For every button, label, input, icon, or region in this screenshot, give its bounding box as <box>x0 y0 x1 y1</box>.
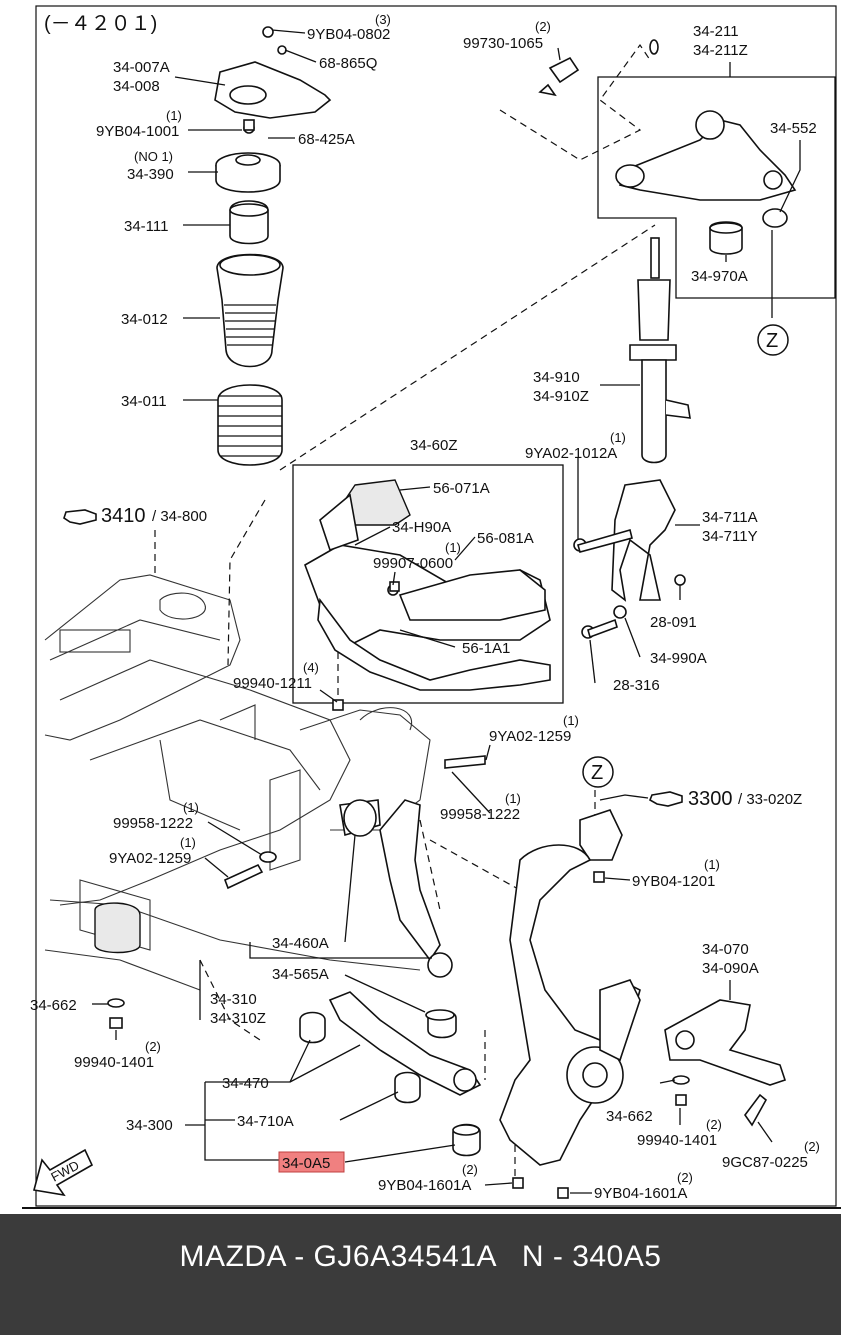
part-label: 34-460A <box>272 935 329 952</box>
qty-label: (1) <box>505 791 521 806</box>
qty-label: (4) <box>303 660 319 675</box>
pointer-hand-icon <box>63 509 97 525</box>
qty-label: (2) <box>535 19 551 34</box>
group-ref-sub: / 33-020Z <box>738 791 802 808</box>
part-label: 99958-1222 <box>113 815 193 832</box>
pointer-hand-icon <box>648 791 683 807</box>
link-bracket <box>107 998 787 1199</box>
part-label: 34-60Z <box>410 437 458 454</box>
part-label: 99958-1222 <box>440 806 520 823</box>
qty-label: (1) <box>180 835 196 850</box>
callout-z-circle <box>757 324 789 356</box>
damper <box>629 237 691 464</box>
part-label: 34-310Z <box>210 1010 266 1027</box>
part-info-footer: MAZDA - GJ6A34541A N - 340A5 <box>0 1214 841 1335</box>
highlighted-part-label[interactable]: 34-0A5 <box>282 1155 330 1172</box>
part-label: 9YA02-1012A <box>525 445 617 462</box>
part-label: 34-662 <box>30 997 77 1014</box>
part-label: 9YB04-0802 <box>307 26 390 43</box>
part-label: 99730-1065 <box>463 35 543 52</box>
qty-label: (1) <box>610 430 626 445</box>
part-label: 34-211Z <box>693 42 748 59</box>
part-label: 34-565A <box>272 966 329 983</box>
part-label: 68-865Q <box>319 55 377 72</box>
part-label: 34-990A <box>650 650 707 667</box>
part-label: 34-662 <box>606 1108 653 1125</box>
qty-label: (1) <box>563 713 579 728</box>
diagram-frame <box>35 5 837 1207</box>
qty-label: (2) <box>145 1039 161 1054</box>
callout-z: Z <box>591 762 603 784</box>
part-label: 34-111 <box>124 218 168 235</box>
part-label: 34-710A <box>237 1113 294 1130</box>
crossmember-group <box>292 464 564 704</box>
subframe-drawing <box>44 574 431 991</box>
part-label: 34-711Y <box>702 528 758 545</box>
part-label: 34-910 <box>533 369 580 386</box>
part-label: 34-711A <box>702 509 758 526</box>
group-ref-sub: / 34-800 <box>152 508 207 525</box>
qty-label: (2) <box>677 1170 693 1185</box>
qty-label: (2) <box>804 1139 820 1154</box>
part-label: 34-012 <box>121 311 168 328</box>
part-label: 9YA02-1259 <box>109 850 191 867</box>
part-label: 28-316 <box>613 677 660 694</box>
highlighted-part-box <box>278 1151 345 1173</box>
part-label: 34-300 <box>126 1117 173 1134</box>
part-label: 99940-1211 <box>233 675 312 692</box>
solid-leaders <box>92 29 801 1194</box>
part-label: 9YB04-1201 <box>632 873 715 890</box>
steering-knuckle <box>499 479 686 1166</box>
part-label: 34-070 <box>702 941 749 958</box>
part-label: 9GC87-0225 <box>722 1154 808 1171</box>
lower-arm-b <box>299 991 482 1157</box>
part-label: 9YB04-1601A <box>594 1185 687 1202</box>
part-number-caption: MAZDA - GJ6A34541A N - 340A5 <box>179 1240 662 1273</box>
part-label: 34-007A <box>113 59 170 76</box>
group-ref-label: 3410 <box>101 505 146 527</box>
qty-label: (2) <box>462 1162 478 1177</box>
page-reference: (－４２０１) <box>44 13 157 35</box>
part-label: 34-470 <box>222 1075 269 1092</box>
suspension-exploded-diagram: (－４２０１) (3) 9YB04-0802 68-865Q 34-007A 3… <box>22 5 841 1209</box>
part-label: 34-552 <box>770 120 817 137</box>
group-ref-label: 3300 <box>688 788 733 810</box>
qty-label: (1) <box>166 108 182 123</box>
part-label: 99940-1401 <box>637 1132 717 1149</box>
part-label: 99940-1401 <box>74 1054 154 1071</box>
qty-label: (1) <box>445 540 461 555</box>
upper-arm-group <box>538 56 836 299</box>
callout-z: Z <box>766 330 778 352</box>
part-label: 56-081A <box>477 530 534 547</box>
part-label: 34-310 <box>210 991 257 1008</box>
part-label: 34-211 <box>693 23 739 40</box>
strut-assembly <box>214 26 332 466</box>
qty-label: (NO 1) <box>134 149 173 164</box>
part-label: 68-425A <box>298 131 355 148</box>
part-label: 34-H90A <box>392 519 451 536</box>
part-label: 34-090A <box>702 960 759 977</box>
part-label: 34-910Z <box>533 388 589 405</box>
part-label: 99907-0600 <box>373 555 453 572</box>
part-label: 9YB04-1001 <box>96 123 179 140</box>
forward-arrow-icon <box>33 1148 94 1197</box>
part-label: 9YA02-1259 <box>489 728 571 745</box>
qty-label: (3) <box>375 12 391 27</box>
part-label: 56-071A <box>433 480 490 497</box>
fasteners <box>223 39 659 890</box>
qty-label: (2) <box>706 1117 722 1132</box>
part-label: 34-008 <box>113 78 160 95</box>
part-label: 56-1A1 <box>462 640 510 657</box>
part-label: 9YB04-1601A <box>378 1177 471 1194</box>
part-label: 28-091 <box>650 614 697 631</box>
part-label: 34-390 <box>127 166 174 183</box>
qty-label: (1) <box>704 857 720 872</box>
callout-z-circle <box>582 756 614 788</box>
part-label: 34-011 <box>121 393 167 410</box>
qty-label: (1) <box>183 800 199 815</box>
lower-arm-a <box>339 799 457 1039</box>
part-label: 34-970A <box>691 268 748 285</box>
